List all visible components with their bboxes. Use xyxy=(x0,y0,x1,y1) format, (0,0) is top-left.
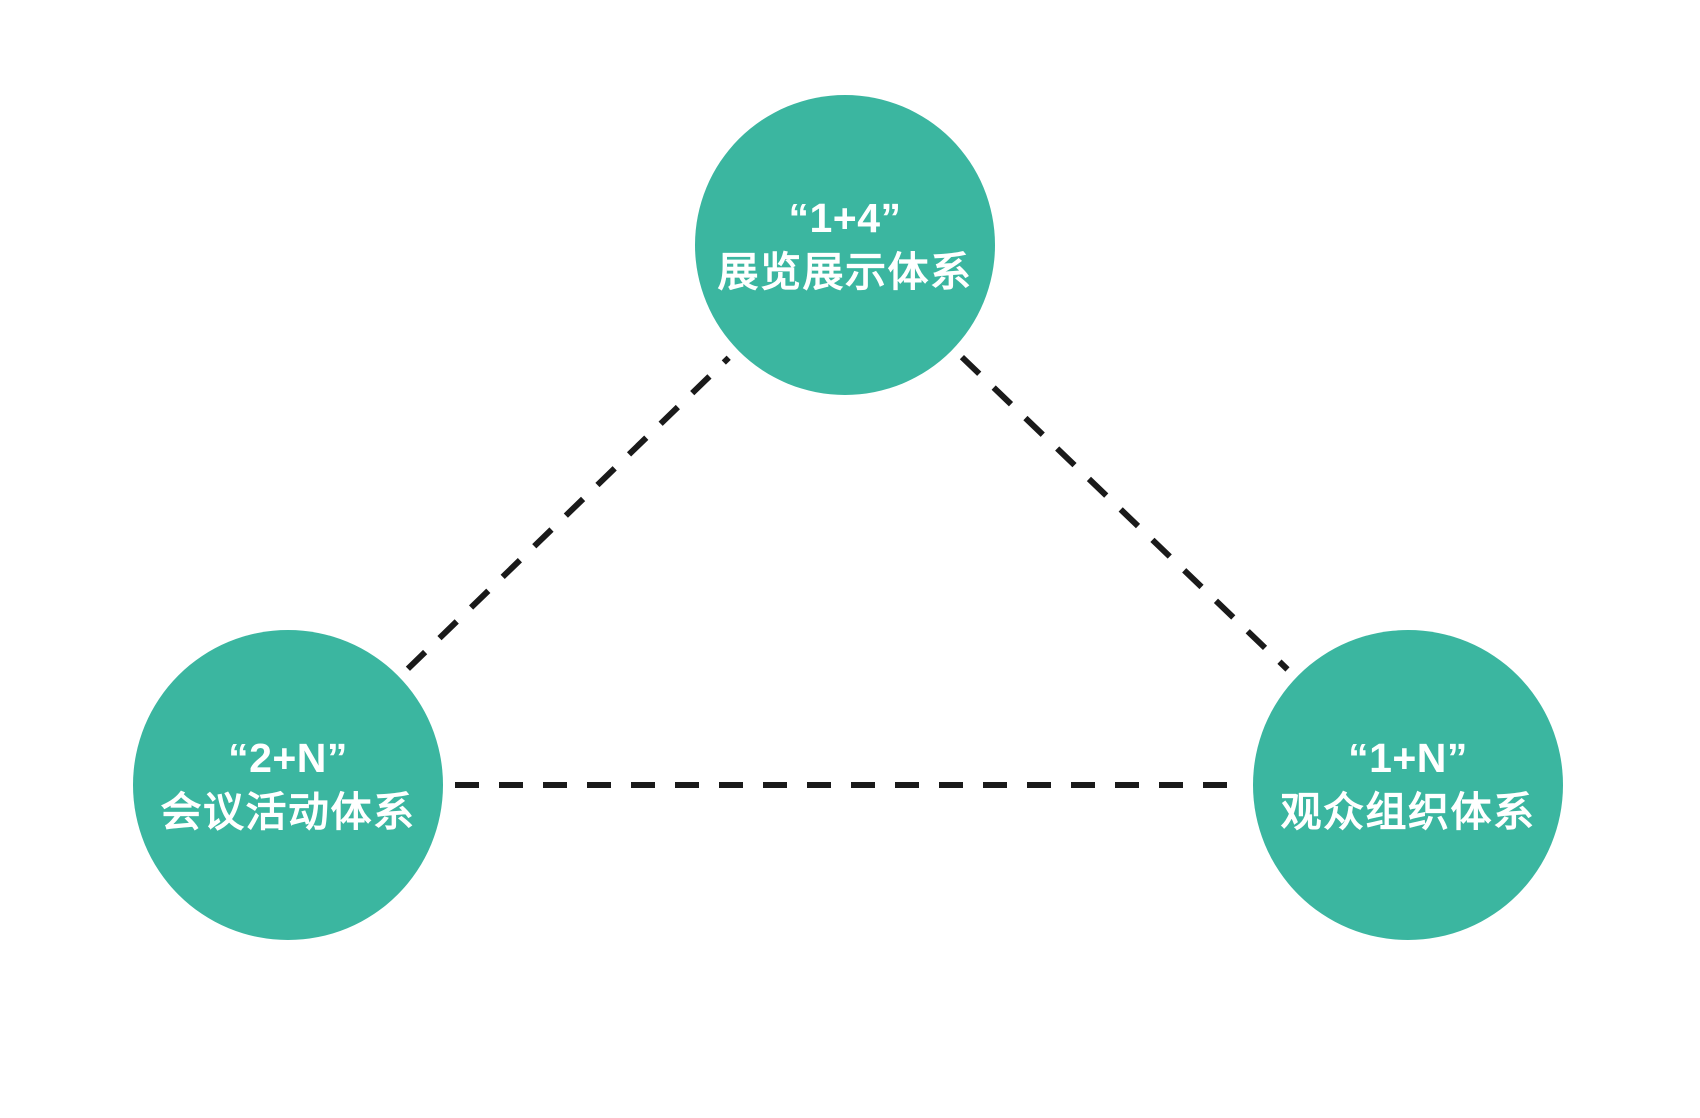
node-exhibition-system[interactable]: “1+4” 展览展示体系 xyxy=(695,95,995,395)
connector-left-top xyxy=(405,355,731,671)
node-top-code: “1+4” xyxy=(788,194,902,241)
node-left-label: 会议活动体系 xyxy=(160,789,416,835)
node-top-label: 展览展示体系 xyxy=(717,249,973,295)
connector-top-right xyxy=(959,354,1290,672)
node-right-code: “1+N” xyxy=(1348,734,1468,781)
node-left-code: “2+N” xyxy=(228,734,348,781)
node-right-label: 观众组织体系 xyxy=(1280,789,1536,835)
node-conference-system[interactable]: “2+N” 会议活动体系 xyxy=(133,630,443,940)
node-audience-system[interactable]: “1+N” 观众组织体系 xyxy=(1253,630,1563,940)
